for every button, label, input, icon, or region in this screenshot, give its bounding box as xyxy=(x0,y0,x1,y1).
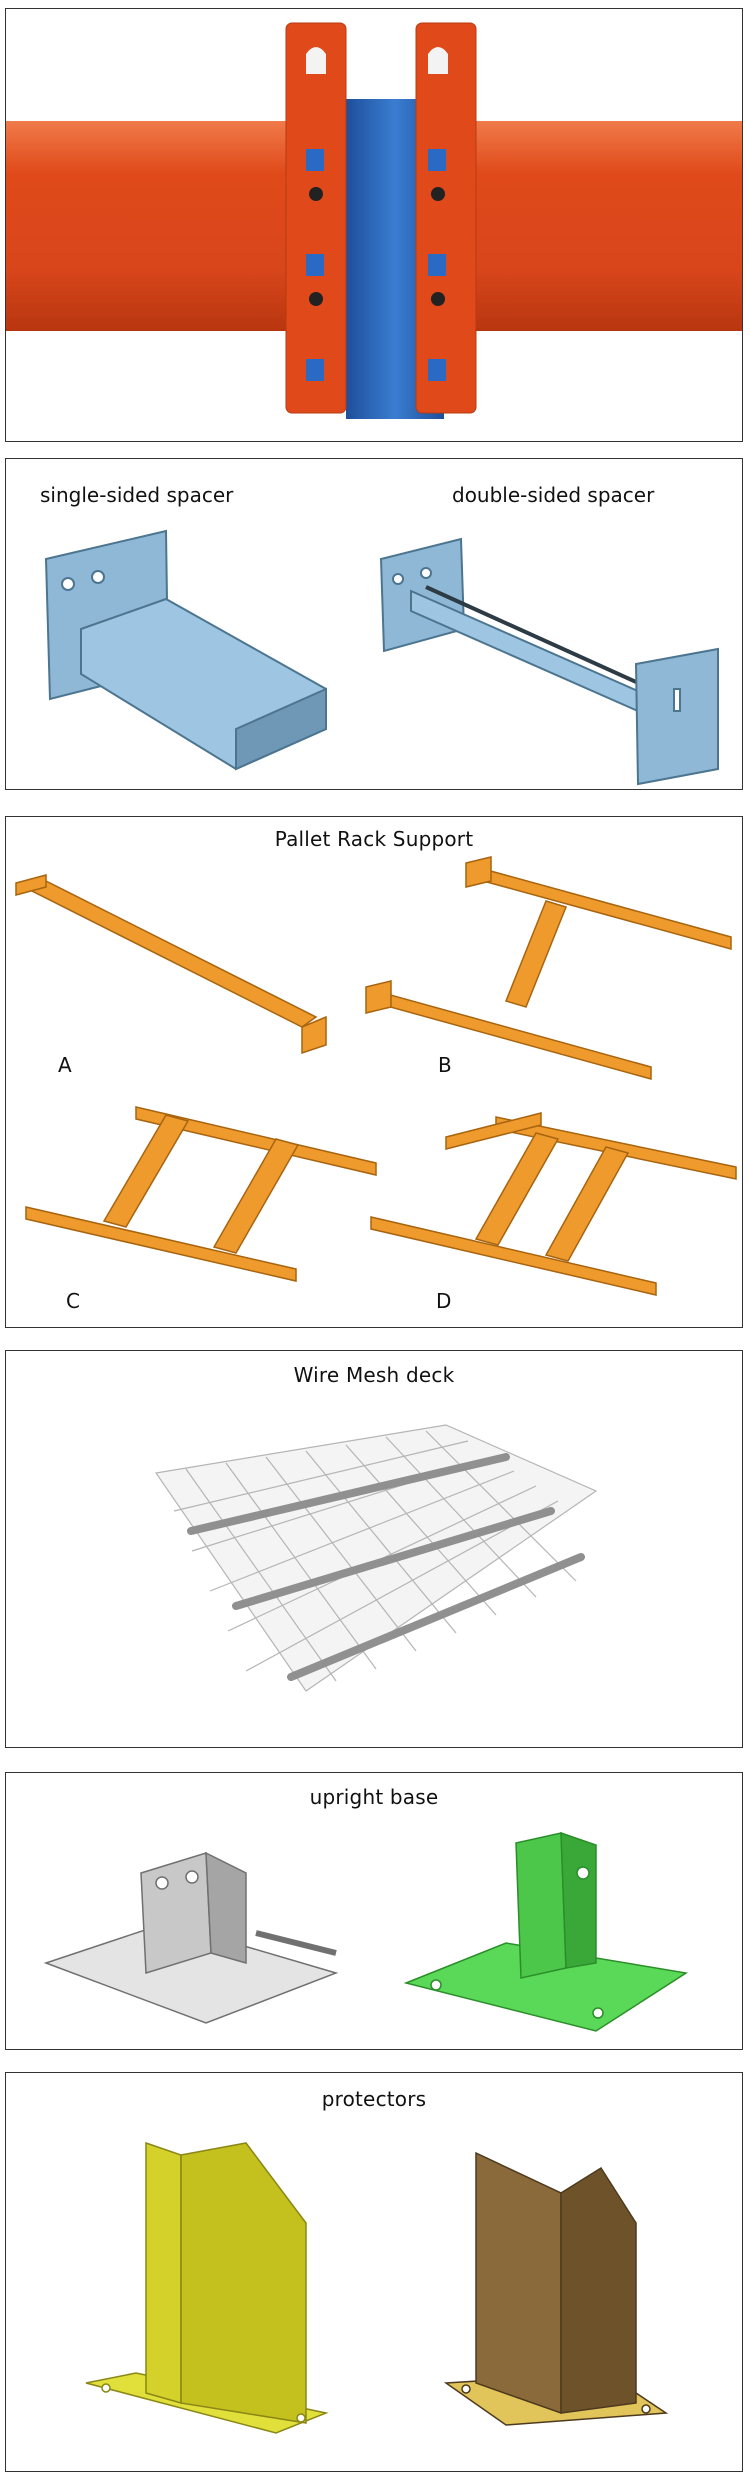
protectors-title: protectors xyxy=(321,2087,427,2111)
upright-base-panel: upright base xyxy=(5,1772,743,2050)
beam-connector-panel xyxy=(5,8,743,442)
support-a-image xyxy=(15,874,327,1055)
beam-upright-illustration xyxy=(6,22,742,419)
connector-plate-right xyxy=(415,22,477,414)
brown-protector-image xyxy=(443,2151,669,2426)
protectors-panel: protectors xyxy=(5,2072,743,2472)
upright-base-title: upright base xyxy=(309,1785,439,1809)
support-label-a: A xyxy=(58,1053,72,1077)
wire-mesh-deck-title: Wire Mesh deck xyxy=(293,1363,455,1387)
spacer-panel: single-sided spacer double-sided spacer xyxy=(5,458,743,790)
spacer-illustrations xyxy=(44,529,719,786)
pallet-rack-support-title: Pallet Rack Support xyxy=(274,827,474,851)
single-sided-spacer-image xyxy=(44,529,327,771)
connector-plate-left xyxy=(285,22,347,414)
upright-base-illustrations xyxy=(43,1831,689,2032)
double-spacer-label: double-sided spacer xyxy=(452,483,655,507)
single-spacer-label: single-sided spacer xyxy=(40,483,234,507)
support-b-image xyxy=(365,856,732,1080)
green-base-image xyxy=(403,1831,689,2032)
wire-mesh-deck-panel: Wire Mesh deck xyxy=(5,1350,743,1748)
support-label-d: D xyxy=(436,1289,452,1313)
support-illustrations xyxy=(15,856,737,1296)
yellow-protector-image xyxy=(85,2141,329,2434)
pallet-rack-support-panel: Pallet Rack Support A B C D xyxy=(5,816,743,1328)
support-label-b: B xyxy=(438,1053,452,1077)
support-d-image xyxy=(370,1112,737,1296)
protector-illustrations xyxy=(85,2141,669,2434)
silver-base-image xyxy=(43,1851,339,2024)
wire-mesh-deck-image xyxy=(154,1424,598,1692)
support-c-image xyxy=(25,1106,377,1282)
double-sided-spacer-image xyxy=(379,537,719,786)
support-label-c: C xyxy=(66,1289,80,1313)
